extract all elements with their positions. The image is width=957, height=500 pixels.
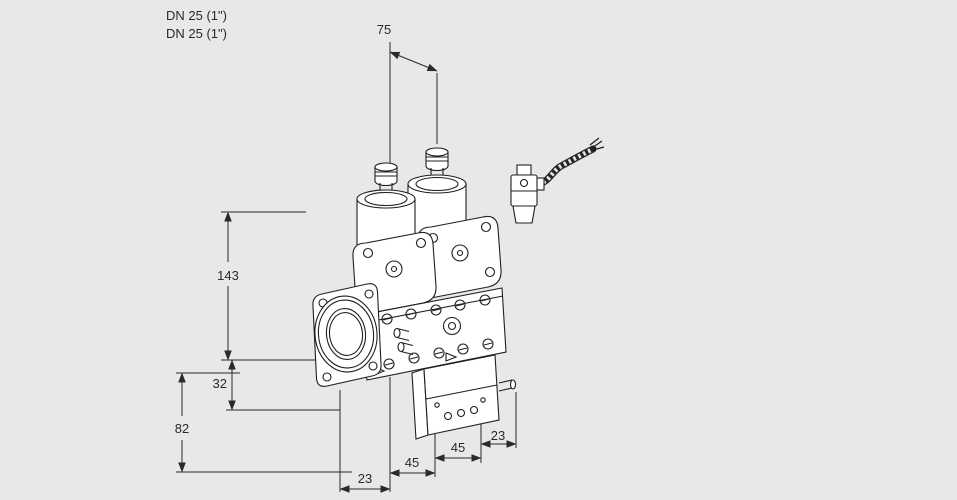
dim-label-23-right: 23 — [491, 428, 505, 443]
test-point — [443, 411, 453, 421]
screw-row-bottom — [383, 338, 494, 370]
flange-face-outer — [314, 295, 378, 373]
dim-label-45-left: 45 — [405, 455, 419, 470]
flow-arrow-right — [445, 352, 458, 362]
flange-screw — [364, 289, 374, 299]
bottom-block — [411, 354, 517, 440]
dimension-lines — [176, 42, 517, 493]
plate-screw — [415, 237, 427, 249]
cable-strand-1 — [591, 140, 603, 149]
flange-face-ring — [317, 299, 375, 369]
plug-screw — [519, 178, 529, 188]
valve-main-body — [355, 287, 507, 381]
flange-bore — [325, 308, 367, 360]
coil-top-ring — [415, 176, 459, 192]
dn-label-line2: DN 25 (1") — [166, 26, 227, 41]
dim-label-75: 75 — [377, 22, 391, 37]
cable-strand-3 — [589, 137, 600, 146]
plate-screw — [480, 221, 492, 233]
test-point — [469, 405, 479, 415]
cable-strand-2 — [592, 146, 605, 151]
flange-bolts — [393, 327, 414, 356]
flange-screw — [368, 361, 378, 371]
plate-screw — [362, 247, 374, 259]
adjustment-port-outer — [442, 316, 462, 336]
flange-screw — [322, 372, 332, 382]
cable-braid-texture — [537, 146, 595, 187]
dn-label-line1: DN 25 (1") — [166, 8, 227, 23]
flange-thread — [328, 311, 364, 357]
coil-top-ring — [364, 191, 408, 207]
plate-screw — [484, 266, 496, 278]
dim-label-143: 143 — [217, 268, 239, 283]
top-nut-face — [374, 162, 398, 172]
dim-label-82: 82 — [175, 421, 189, 436]
dim-label-45-right: 45 — [451, 440, 465, 455]
indicator-port — [451, 244, 469, 262]
test-point — [456, 408, 466, 418]
adjustment-port-inner — [447, 321, 457, 331]
plug-bracket — [512, 205, 536, 224]
screw-row-top — [381, 294, 491, 325]
block-groove — [425, 384, 498, 400]
dim-label-23-left: 23 — [358, 471, 372, 486]
top-nut-face — [425, 147, 449, 157]
dim-line-actuator-spacing — [389, 51, 438, 72]
cable-connector — [510, 137, 605, 224]
dim-label-32: 32 — [213, 376, 227, 391]
inlet-flange — [312, 283, 382, 387]
plug-top — [516, 164, 532, 176]
indicator-port — [385, 260, 403, 278]
side-nipple — [498, 379, 517, 392]
block-front-face — [423, 354, 500, 436]
